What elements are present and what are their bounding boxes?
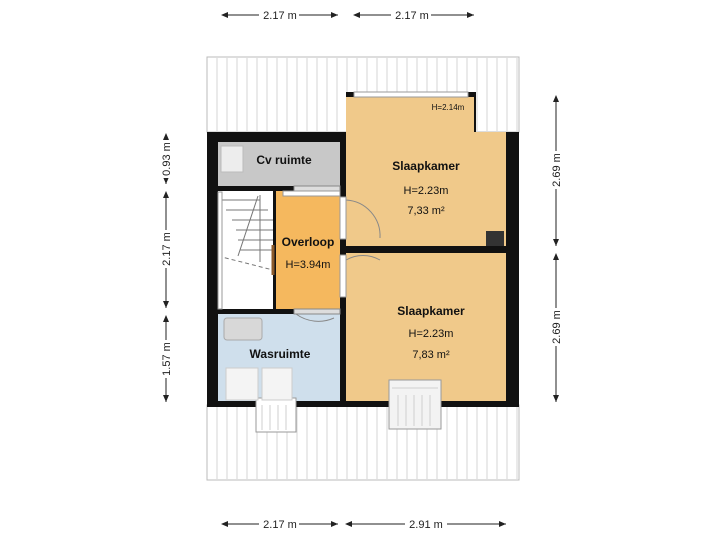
roof-bottom	[206, 404, 520, 481]
overloop-height: H=3.94m	[286, 259, 331, 271]
slaapkamer-bottom-area: 7,83 m²	[412, 349, 450, 361]
sink-icon	[223, 317, 263, 341]
staircase	[217, 195, 275, 275]
room-overloop	[276, 191, 340, 309]
dim-right-top: 2.69 m	[551, 153, 563, 187]
slaapkamer-bottom-height: H=2.23m	[409, 328, 454, 340]
room-slaapkamer-bottom	[346, 253, 506, 401]
dim-right-bottom: 2.69 m	[551, 310, 563, 344]
wasruimte-label: Wasruimte	[250, 347, 311, 361]
overloop-label: Overloop	[282, 235, 335, 249]
slaapkamer-bottom-label: Slaapkamer	[397, 304, 465, 318]
dim-left-bottom: 1.57 m	[161, 342, 173, 376]
slaapkamer-top-dormer-height: H=2.14m	[432, 103, 465, 112]
dim-left-top: 0.93 m	[161, 142, 173, 176]
dim-top-left: 2.17 m	[263, 10, 297, 22]
dim-bottom-left: 2.17 m	[263, 519, 297, 531]
doors	[282, 185, 381, 322]
slaapkamer-top-label: Slaapkamer	[392, 159, 460, 173]
slaapkamer-top-area: 7,33 m²	[407, 205, 445, 217]
room-slaapkamer-top	[346, 97, 474, 137]
washing-machine-icon	[225, 367, 259, 401]
slaapkamer-top-height: H=2.23m	[404, 185, 449, 197]
window-slats	[261, 387, 438, 430]
boiler-icon	[220, 145, 244, 173]
cv-ruimte-label: Cv ruimte	[256, 153, 312, 167]
fixtures	[220, 145, 504, 401]
dryer-icon	[261, 367, 293, 401]
chimney-icon	[486, 231, 504, 246]
dim-bottom-right: 2.91 m	[409, 519, 443, 531]
dim-top-right: 2.17 m	[395, 10, 429, 22]
dim-left-middle: 2.17 m	[161, 232, 173, 266]
room-slaapkamer-top-main	[346, 132, 506, 246]
